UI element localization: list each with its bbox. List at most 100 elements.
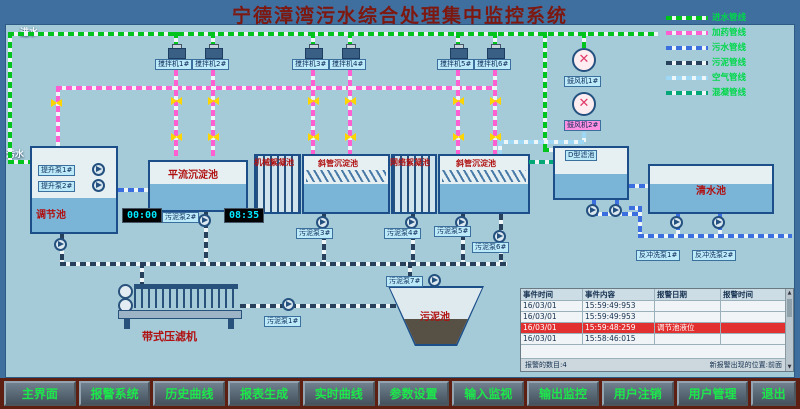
backwash-pump-icon[interactable]: [712, 216, 725, 229]
blower-label: 鼓风机1#: [564, 76, 602, 87]
legend-label-dosing: 加药管线: [712, 28, 747, 38]
pipe-inlet-drop-mixer5: [456, 32, 460, 44]
mixer-icon[interactable]: [342, 44, 360, 59]
sludge-pump-icon[interactable]: [198, 214, 211, 227]
nav-parameter-settings-button[interactable]: 参数设置: [377, 381, 450, 406]
nav-exit-button[interactable]: 退出: [751, 381, 796, 406]
dosing-valve-icon[interactable]: [453, 133, 464, 141]
nav-report-generate-button[interactable]: 报表生成: [228, 381, 300, 406]
alarm-cell: [721, 334, 786, 345]
timer-display: 08:35: [224, 208, 265, 223]
alarm-row-active[interactable]: 16/03/01 15:59:48:259 调节池液位: [521, 323, 786, 334]
mixer-icon[interactable]: [487, 44, 505, 59]
scroll-thumb[interactable]: [787, 299, 792, 317]
tank-label: D型滤池: [565, 150, 598, 161]
blower-fan-icon[interactable]: [572, 92, 596, 116]
clear-water-tank: [648, 164, 774, 214]
inclined-tube-tank-1: [302, 154, 390, 214]
alarm-cell: 16/03/01: [521, 334, 583, 345]
nav-input-monitor-button[interactable]: 输入监视: [452, 381, 525, 406]
blower-fan-icon[interactable]: [572, 48, 596, 72]
alarm-cell: [721, 323, 786, 334]
sludge-pump-icon[interactable]: [54, 238, 67, 251]
dosing-valve-icon[interactable]: [171, 97, 182, 105]
sewage-label: 污水: [6, 150, 25, 160]
mixer-label: 搅拌机3#: [292, 59, 330, 70]
sludge-pump-icon[interactable]: [282, 298, 295, 311]
dosing-valve-icon[interactable]: [345, 97, 356, 105]
scroll-up-icon[interactable]: [786, 289, 793, 297]
mixer-icon[interactable]: [450, 44, 468, 59]
alarm-table: 事件时间 事件内容 报警日期 报警时间 16/03/01 15:59:49:95…: [520, 288, 794, 372]
nav-main-screen-button[interactable]: 主界面: [4, 381, 76, 406]
alarm-cell: 15:59:49:953: [583, 312, 655, 323]
dosing-valve-icon[interactable]: [208, 97, 219, 105]
alarm-cell: 16/03/01: [521, 312, 583, 323]
scroll-down-icon[interactable]: [786, 363, 793, 371]
nav-realtime-curve-button[interactable]: 实时曲线: [302, 381, 375, 406]
alarm-table-footer: 报警的数目:4 新报警出现的位置:前面: [521, 358, 786, 371]
pipe-dfilter-to-clearwater: [629, 184, 648, 188]
alarm-header-cell: 事件内容: [583, 289, 655, 301]
nav-alarm-system-button[interactable]: 报警系统: [78, 381, 151, 406]
mixer-icon[interactable]: [168, 44, 186, 59]
alarm-row[interactable]: 16/03/01 15:59:49:953: [521, 312, 786, 323]
dosing-valve-icon[interactable]: [453, 97, 464, 105]
alarm-row[interactable]: 16/03/01 15:59:49:953: [521, 301, 786, 312]
beltpress-roller-icon: [118, 284, 133, 299]
alarm-header-cell: 事件时间: [521, 289, 583, 301]
beltpress-leg: [124, 319, 130, 329]
beltpress-plates: [134, 289, 238, 308]
tank-name: 带式压滤机: [142, 330, 197, 343]
mixer-label: 搅拌机5#: [437, 59, 475, 70]
filter-pump-icon[interactable]: [586, 204, 599, 217]
pipe-backwash-into-filter: [629, 206, 641, 210]
inclined-tube-media: [442, 170, 526, 182]
horizontal-sedimentation-tank: [148, 160, 248, 212]
dosing-valve-icon[interactable]: [490, 133, 501, 141]
alarm-cell: 16/03/01: [521, 301, 583, 312]
dosing-valve-icon[interactable]: [308, 97, 319, 105]
lift-pump-icon[interactable]: [92, 179, 105, 192]
alarm-cell: [655, 334, 721, 345]
nav-history-curve-button[interactable]: 历史曲线: [153, 381, 226, 406]
alarm-cell: [655, 312, 721, 323]
pipe-dosing-drop-2: [211, 70, 215, 156]
lift-pump-icon[interactable]: [92, 163, 105, 176]
nav-output-monitor-button[interactable]: 输出监控: [527, 381, 599, 406]
nav-user-logout-button[interactable]: 用户注销: [601, 381, 674, 406]
alarm-scrollbar[interactable]: [785, 289, 793, 371]
legend-swatch-air: [666, 76, 708, 80]
water-level: [304, 184, 388, 212]
grid-flocculation-tank: [391, 154, 437, 214]
pipe-air-down: [582, 132, 586, 142]
alarm-row[interactable]: 16/03/01 15:58:46:015: [521, 334, 786, 345]
legend-swatch-coagulation: [666, 91, 708, 95]
beltpress-frame: [134, 284, 238, 289]
dosing-valve-icon[interactable]: [490, 97, 501, 105]
pipe-dosing-drop-6: [493, 70, 497, 156]
sludge-pump-label: 污泥泵7#: [386, 276, 424, 287]
sludge-pump-icon[interactable]: [428, 274, 441, 287]
pipe-sludge-main: [60, 262, 507, 266]
legend-label-inlet: 进水管线: [712, 13, 747, 23]
dosing-valve-icon[interactable]: [345, 133, 356, 141]
dosing-valve-icon[interactable]: [208, 133, 219, 141]
backwash-pump-icon[interactable]: [670, 216, 683, 229]
dosing-valve-icon[interactable]: [171, 133, 182, 141]
timer-display: 00:00: [122, 208, 163, 223]
pipe-sludge-xieguan1: [322, 214, 326, 264]
water-level: [555, 174, 627, 198]
filter-pump-icon[interactable]: [609, 204, 622, 217]
pipe-inlet-left: [8, 32, 12, 162]
mixer-icon[interactable]: [305, 44, 323, 59]
pipe-inlet-drop-mixer3: [311, 32, 315, 44]
dosing-valve-icon[interactable]: [51, 99, 62, 107]
d-type-filter-tank: [553, 146, 629, 200]
nav-user-management-button[interactable]: 用户管理: [676, 381, 749, 406]
mixer-label: 搅拌机4#: [329, 59, 367, 70]
water-level: [150, 184, 246, 210]
dosing-valve-icon[interactable]: [308, 133, 319, 141]
mixer-icon[interactable]: [205, 44, 223, 59]
pipe-dosing-main: [56, 86, 496, 90]
